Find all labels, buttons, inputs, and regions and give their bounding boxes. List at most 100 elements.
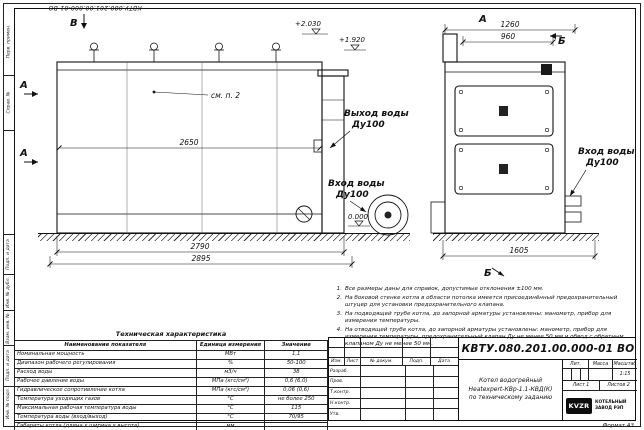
role-label: Т.контр. [329,387,361,398]
param-unit: мм [195,422,266,430]
side-cell-label: Перв. примен. [6,24,11,59]
dim-2650-label: 2650 [179,138,198,147]
param-unit: °С [195,395,266,405]
section-v-label: В [70,18,78,29]
section-marker-v: В [70,14,87,29]
dim-1605: 1605 [440,240,598,260]
param-unit: МПа (кгс/см²) [195,386,266,396]
param-value: 70/95 [264,413,328,423]
param-unit: °С [195,413,266,423]
param-name: Расход воды [14,368,197,378]
side-cell [3,131,14,236]
dim-2790: 2790 [54,236,347,256]
note-number: 2. [336,294,342,301]
col-header: Значение [264,340,328,351]
dim-1605-label: 1605 [509,246,528,255]
role-label: Пров. [329,377,361,387]
note-number: 1. [336,286,342,292]
role-row: Т.контр. [329,387,458,399]
role-row: Утв. [329,409,458,420]
col-header: Наименование показателя [14,340,197,351]
param-value: 0,06 (0,6) [264,386,328,396]
tech-table-header: Наименование показателя Единица измерени… [14,340,328,351]
param-value: 0,6 (6,0) [264,377,328,387]
water-outlet-callout: Выход воды Ду100 [329,109,409,149]
param-name: Температура уходящих газов [14,395,197,405]
param-value: 38 [264,368,328,378]
ground-hatch-left [38,233,410,241]
param-unit: МПа (кгс/см²) [195,377,266,387]
param-value: 1,1 [264,350,328,360]
scale-value: 1:15 [619,372,631,377]
param-unit: МВт [195,350,266,360]
param-name: Габариты котла (длина х ширина х высота) [14,422,197,430]
elevation-mid: +1.920 [339,36,366,51]
section-marker-b-top: Б [550,33,566,47]
param-name: Максимальная рабочая температура воды [14,404,197,414]
note-number: 3. [336,310,342,317]
elevation-top: +2.030 [295,20,328,35]
revision-header-row: Изм. Лист № докум. Подп. Дата [329,357,458,367]
company-name: КОТЕЛЬНЫЙ ЗАВОД РЭП [595,400,627,411]
company-line2: ЗАВОД РЭП [595,405,624,411]
dim-2895-label: 2895 [191,254,210,263]
outlet-label-line2: Ду100 [351,120,385,130]
role-row: Н.контр. [329,398,458,410]
col-izm: Изм. [329,357,345,366]
product-name: Котел водогрейный Heatexpert-КВр-1.1-КВД… [459,360,563,420]
note-number: 4. [336,326,342,333]
note-item: 3.На подводящей трубе котла, до запорной… [334,311,632,326]
col-header: Единица измерения [195,340,266,351]
param-value: не более 250 [264,395,328,405]
dim-1260-label: 1260 [500,20,519,29]
dim-1260: 1260 [442,20,578,34]
lit-header: Лит. [563,360,589,368]
product-line1: Котел водогрейный [479,376,542,384]
inlet-side-label-line2: Ду100 [335,190,369,200]
section-b-bottom-label: Б [484,268,492,279]
top-valves [89,42,281,62]
product-line2: Heatexpert-КВр-1.1-КВД(К) [468,385,553,393]
gost-side-strip: Перв. примен. Справ. № Подп. и дата Инв.… [3,8,14,421]
role-label: Утв. [329,409,361,420]
role-row: Разраб. [329,366,458,378]
section-marker-b-bottom: Б [484,267,505,279]
tech-table: Наименование показателя Единица измерени… [14,340,328,430]
side-cell: Подп. и дата [3,346,14,387]
dim-2650: 2650 [56,138,323,151]
dim-960-label: 960 [501,32,516,41]
side-cell: Инв. № подл. [3,387,14,421]
side-cell: Подп. и дата [3,235,14,276]
water-inlet-callout-front: Вход воды Ду100 [569,147,635,197]
sheet-number: Лист 1 [563,381,600,390]
pump-and-flue [295,194,409,236]
boiler-side-view [56,61,349,234]
dim-960: 960 [460,32,556,46]
dim-2895: 2895 [47,254,355,268]
note-text: На боковой стенке котла в области потолк… [345,294,618,309]
param-name: Температура воды (вход/выход) [14,413,197,423]
note-item: 2.На боковой стенке котла в области пото… [334,295,632,310]
view-a-label: А [19,80,28,91]
ground-hatch-right [433,233,599,241]
title-block-revisions: Изм. Лист № докум. Подп. Дата Разраб. Пр… [329,338,459,420]
side-cell: Взам. инв. № [3,311,14,347]
product-line3: по техническому заданию [468,394,553,402]
view-arrows-a: А А [19,80,38,165]
view-a-label: А [19,148,28,159]
see-note-callout: см. п. 2 [152,90,240,100]
role-label: Разраб. [329,366,361,377]
param-value: 50-100 [264,359,328,369]
elev-zero-label: 0.000 [348,213,369,221]
title-block: Изм. Лист № докум. Подп. Дата Разраб. Пр… [328,337,637,421]
see-note-label: см. п. 2 [211,91,240,100]
side-cell-label: Подп. и дата [6,239,11,271]
side-cell: Инв. № дубл. [3,275,14,311]
param-name: Рабочее давление воды [14,377,197,387]
kvzr-logo: KVZR [566,397,592,414]
outlet-label-line1: Выход воды [344,109,409,119]
